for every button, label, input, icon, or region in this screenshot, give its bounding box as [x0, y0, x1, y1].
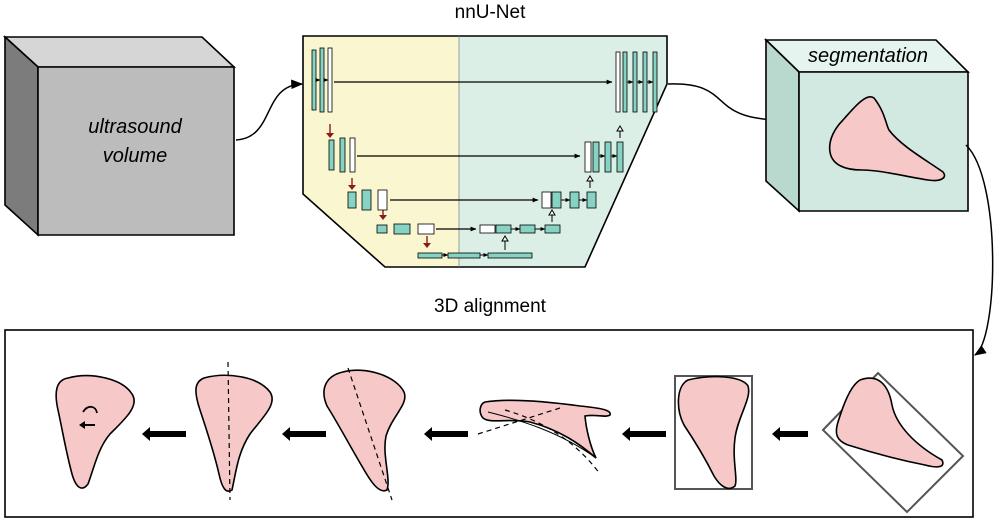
decoder-level-2	[584, 141, 624, 173]
segmentation-cube	[764, 38, 970, 213]
unet-funnel	[302, 35, 668, 268]
arrow-to-unet	[235, 79, 304, 141]
segmentation-label: segmentation	[807, 45, 929, 67]
alignment-step-bounding-box	[674, 375, 753, 490]
decoder-level-3	[541, 191, 597, 209]
ultrasound-volume-label: ultrasound volume	[40, 113, 230, 171]
arrow-to-segmentation	[667, 83, 780, 125]
rotate-icon	[79, 405, 98, 429]
ultrasound-volume-cube	[2, 35, 237, 237]
alignment-title: 3D alignment	[434, 296, 546, 317]
arrow-to-alignment	[965, 144, 994, 356]
encoder-level-2	[328, 137, 356, 173]
unet-title: nnU-Net	[454, 2, 526, 23]
alignment-step-vertical-axis	[195, 361, 273, 501]
alignment-step-rotated-box	[821, 371, 965, 514]
encoder-level-3	[347, 189, 388, 211]
step-arrows	[142, 427, 808, 441]
encoder-level-1	[311, 47, 333, 113]
ultrasound-volume-text: ultrasound volume	[88, 116, 182, 167]
alignment-panel	[4, 329, 974, 518]
encoder-level-4	[376, 223, 435, 235]
segmentation-shape	[828, 96, 946, 182]
alignment-step-tilted-axis	[323, 367, 406, 501]
bottleneck	[417, 252, 533, 259]
alignment-step-3d-shape	[477, 399, 611, 475]
alignment-step-final	[55, 374, 135, 489]
upsample-arrows	[501, 125, 624, 250]
